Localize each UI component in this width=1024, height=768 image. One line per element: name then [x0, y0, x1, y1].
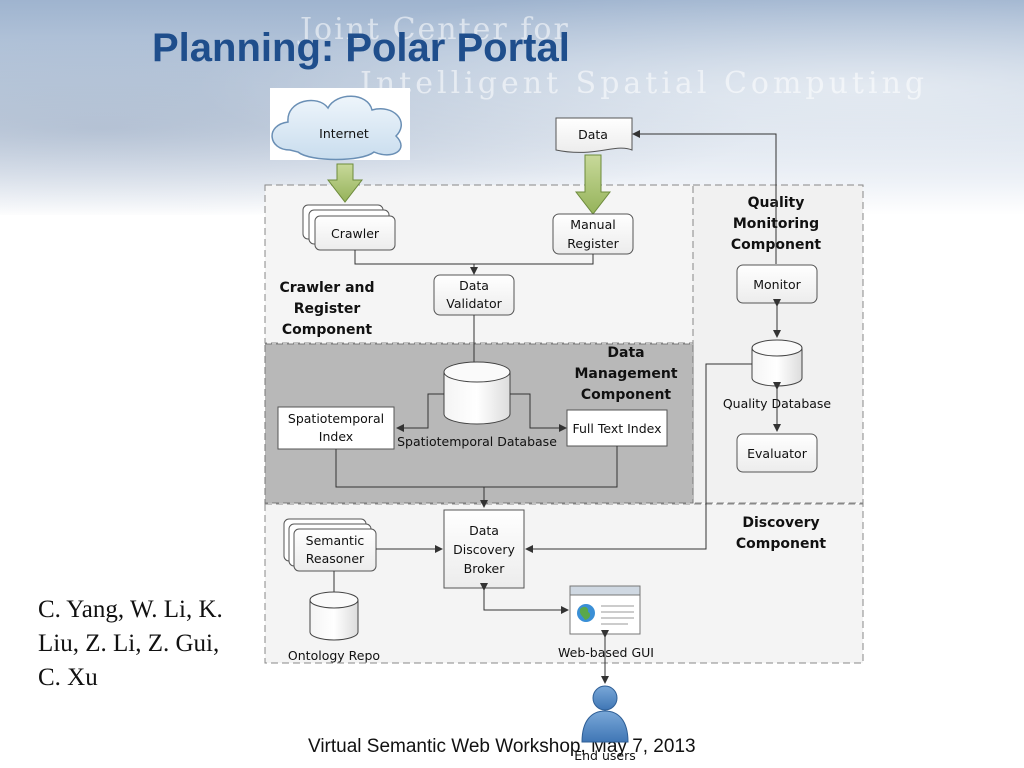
monitor-data-link-line [632, 130, 777, 264]
manual-register-label-2: Register [567, 236, 619, 251]
discovery-component-label-2: Component [736, 536, 827, 552]
internet-cloud-icon [270, 88, 410, 161]
end-users-label: End users [574, 748, 636, 763]
indexes-to-broker-line [335, 446, 618, 488]
banner-watermark-line2: Intelligent Spatial Computing [360, 66, 929, 101]
slide-title: Planning: Polar Portal [152, 26, 570, 70]
banner-watermark-line1: Joint Center for [300, 12, 570, 47]
data-validator-label-1: Data [459, 278, 489, 293]
data-input-arrow-icon [574, 154, 612, 215]
crawler-label: Crawler [331, 226, 380, 241]
crawler-component-label-2: Register [294, 301, 361, 317]
evaluator-box [736, 433, 818, 473]
spatiotemporal-index-box [277, 406, 395, 450]
end-user-person-icon [581, 685, 629, 743]
web-gui-label: Web-based GUI [558, 645, 654, 660]
web-gui-window-icon [569, 585, 641, 635]
qualitydb-to-broker-line [525, 363, 752, 553]
broker-label-1: Data [469, 523, 499, 538]
slide-authors: C. Yang, W. Li, K. Liu, Z. Li, Z. Gui, C… [38, 596, 223, 691]
data-validator-label-2: Validator [446, 296, 502, 311]
internet-input-arrow-icon [326, 163, 364, 203]
data-discovery-broker-box [443, 509, 525, 589]
full-text-index-label: Full Text Index [572, 421, 661, 436]
spatiotemporal-index-label-1: Spatiotemporal [288, 411, 384, 426]
evaluator-label: Evaluator [747, 446, 808, 461]
ontology-repo-icon [309, 591, 359, 641]
broker-label-3: Broker [464, 561, 506, 576]
semantic-reasoner-box [283, 518, 377, 572]
broker-to-gui-line [480, 583, 569, 614]
discovery-component-label-1: Discovery [742, 515, 819, 531]
data-label: Data [578, 127, 608, 142]
semantic-reasoner-label-1: Semantic [306, 533, 365, 548]
broker-label-2: Discovery [453, 542, 515, 557]
database-to-st-index-line [396, 393, 444, 432]
data-management-label-3: Component [581, 387, 672, 403]
monitor-label: Monitor [753, 277, 801, 292]
ontology-repo-label: Ontology Repo [288, 648, 380, 663]
spatiotemporal-database-icon [443, 361, 511, 425]
spatiotemporal-index-label-2: Index [319, 429, 353, 444]
quality-database-icon [751, 339, 803, 387]
crawler-component-label-1: Crawler and [279, 280, 374, 296]
data-management-label-1: Data [607, 345, 644, 361]
crawler-component-label-3: Component [282, 322, 373, 338]
internet-label: Internet [319, 126, 369, 141]
spatiotemporal-database-label: Spatiotemporal Database [397, 434, 557, 449]
data-management-label-2: Management [574, 366, 677, 382]
semantic-reasoner-label-2: Reasoner [306, 551, 365, 566]
database-to-fulltext-line [510, 393, 567, 432]
manual-register-label-1: Manual [570, 217, 615, 232]
header-banner-shade [0, 0, 1024, 215]
crawler-box [302, 204, 396, 251]
data-document-icon [555, 117, 633, 153]
